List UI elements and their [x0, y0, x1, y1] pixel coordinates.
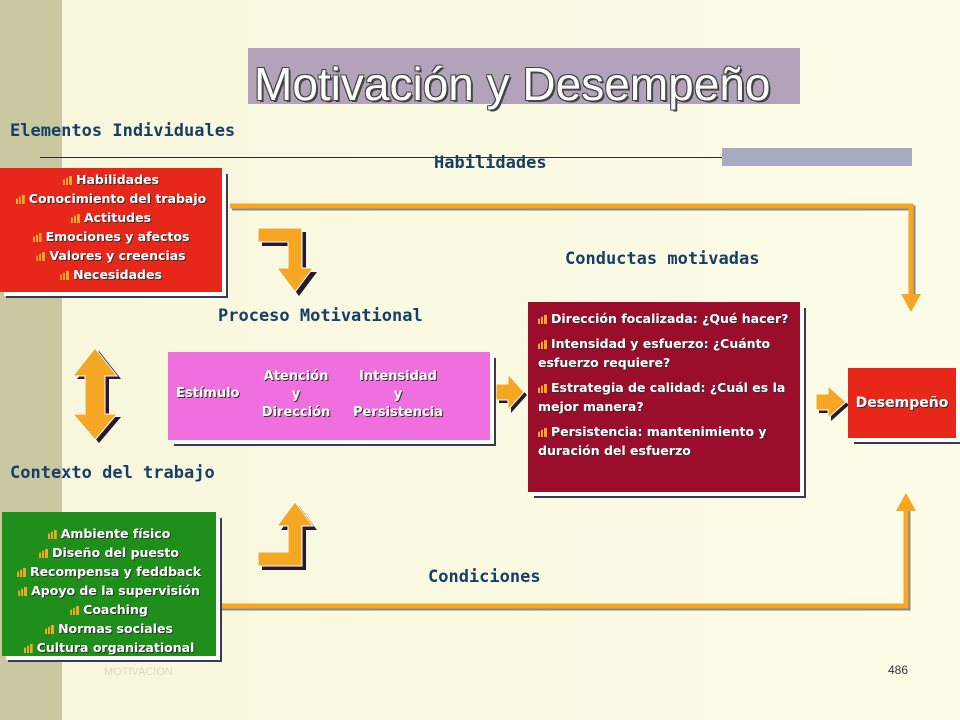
individual-item: Conocimiento del trabajo	[0, 189, 222, 208]
bullet-icon	[23, 644, 33, 653]
arrow-elbow-down	[257, 227, 317, 296]
divider-line	[40, 157, 910, 158]
individual-item: Valores y creencias	[0, 246, 222, 265]
motivational-process-box: Estímulo Atención y Dirección Intensidad…	[168, 352, 490, 440]
bullet-icon	[70, 606, 80, 615]
context-item: Ambiente físico	[2, 524, 216, 543]
bullet-icon	[45, 625, 55, 634]
heading-elementos-individuales: Elementos Individuales	[10, 121, 236, 141]
page-number: 486	[888, 663, 909, 677]
context-item: Cultura organizational	[2, 638, 216, 657]
individual-elements-box: Habilidades Conocimiento del trabajo Act…	[0, 168, 222, 292]
bullet-icon	[538, 340, 547, 349]
process-stimulus: Estímulo	[176, 386, 240, 401]
individual-item: Necesidades	[0, 265, 222, 284]
behavior-item: Persistencia: mantenimiento y duración d…	[538, 424, 767, 458]
behavior-item: Estrategia de calidad: ¿Cuál es la mejor…	[538, 380, 786, 414]
page-title: Motivación y Desempeño	[254, 58, 771, 110]
bullet-icon	[36, 252, 46, 261]
bullet-icon	[47, 530, 57, 539]
bullet-icon	[39, 549, 49, 558]
grey-bar	[722, 148, 912, 166]
bullet-icon	[60, 271, 70, 280]
bullet-icon	[18, 587, 28, 596]
context-item: Apoyo de la supervisión	[2, 581, 216, 600]
motivated-behaviors-box: Dirección focalizada: ¿Qué hacer? Intens…	[528, 302, 800, 492]
arrow-right-1	[495, 372, 527, 413]
heading-contexto-del-trabajo: Contexto del trabajo	[10, 463, 215, 483]
heading-conductas-motivadas: Conductas motivadas	[565, 249, 760, 269]
footer-label: MOTIVACION	[104, 666, 173, 678]
performance-box: Desempeño	[848, 368, 956, 438]
context-item: Coaching	[2, 600, 216, 619]
bullet-icon	[70, 214, 80, 223]
bullet-icon	[538, 384, 547, 393]
individual-item: Actitudes	[0, 208, 222, 227]
context-item: Diseño del puesto	[2, 543, 216, 562]
individual-item: Habilidades	[0, 170, 222, 189]
arrow-bottom-long	[217, 507, 911, 611]
work-context-box: Ambiente físico Diseño del puesto Recomp…	[2, 512, 216, 656]
process-attention-direction: Atención y Dirección	[261, 369, 331, 420]
individual-item: Emociones y afectos	[0, 227, 222, 246]
context-item: Normas sociales	[2, 619, 216, 638]
heading-proceso-motivational: Proceso Motivational	[218, 306, 423, 326]
arrow-elbow-up	[257, 501, 317, 570]
behavior-item: Dirección focalizada: ¿Qué hacer?	[538, 309, 790, 328]
bullet-icon	[538, 315, 547, 324]
context-item: Recompensa y feddback	[2, 562, 216, 581]
bullet-icon	[63, 176, 73, 185]
heading-condiciones: Condiciones	[428, 567, 541, 587]
bullet-icon	[32, 233, 42, 242]
title-banner	[248, 48, 800, 104]
bullet-icon	[538, 428, 547, 437]
arrow-right-2	[815, 384, 849, 421]
process-intensity-persistence: Intensidad y Persistencia	[353, 369, 443, 420]
heading-habilidades: Habilidades	[434, 153, 547, 173]
behavior-item: Intensidad y esfuerzo: ¿Cuánto esfuerzo …	[538, 336, 771, 370]
double-arrow-vertical	[71, 347, 121, 443]
bullet-icon	[15, 195, 25, 204]
bullet-icon	[16, 568, 26, 577]
